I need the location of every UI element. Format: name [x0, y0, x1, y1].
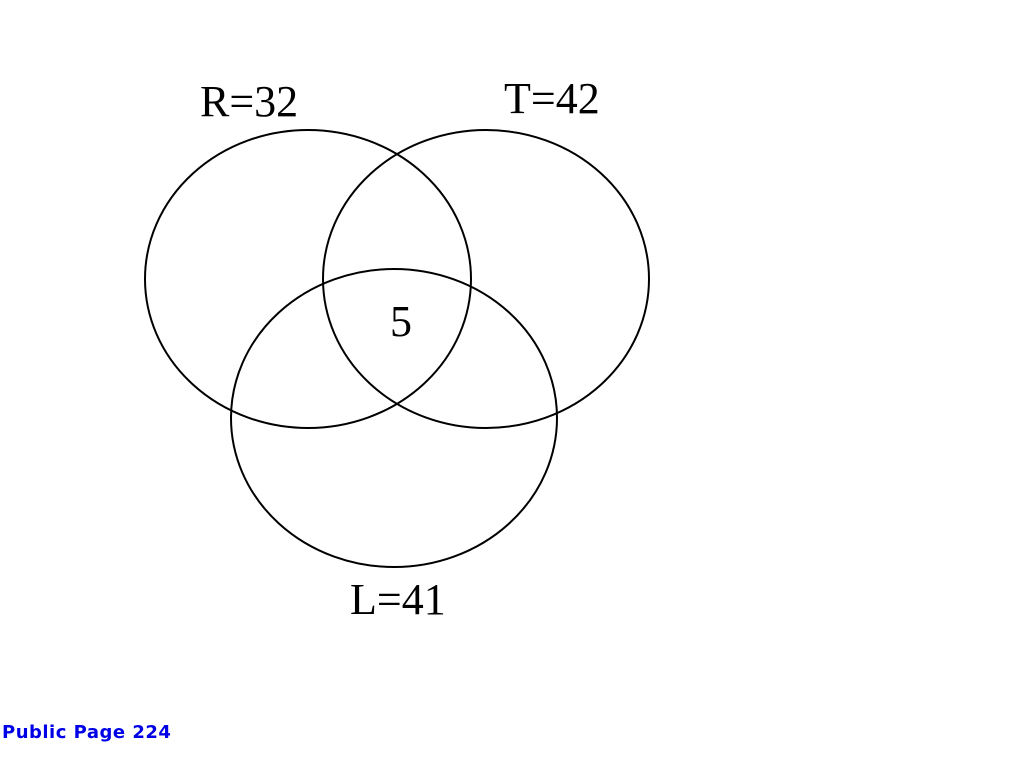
set-l-circle: [230, 268, 558, 568]
intersection-all-value: 5: [390, 297, 412, 346]
set-t-circle: [322, 129, 650, 429]
page-footer: Public Page 224: [2, 722, 172, 743]
set-r-circle: [144, 129, 472, 429]
set-r-label: R=32: [200, 77, 298, 126]
set-l-label: L=41: [350, 575, 446, 624]
set-t-label: T=42: [504, 74, 600, 123]
